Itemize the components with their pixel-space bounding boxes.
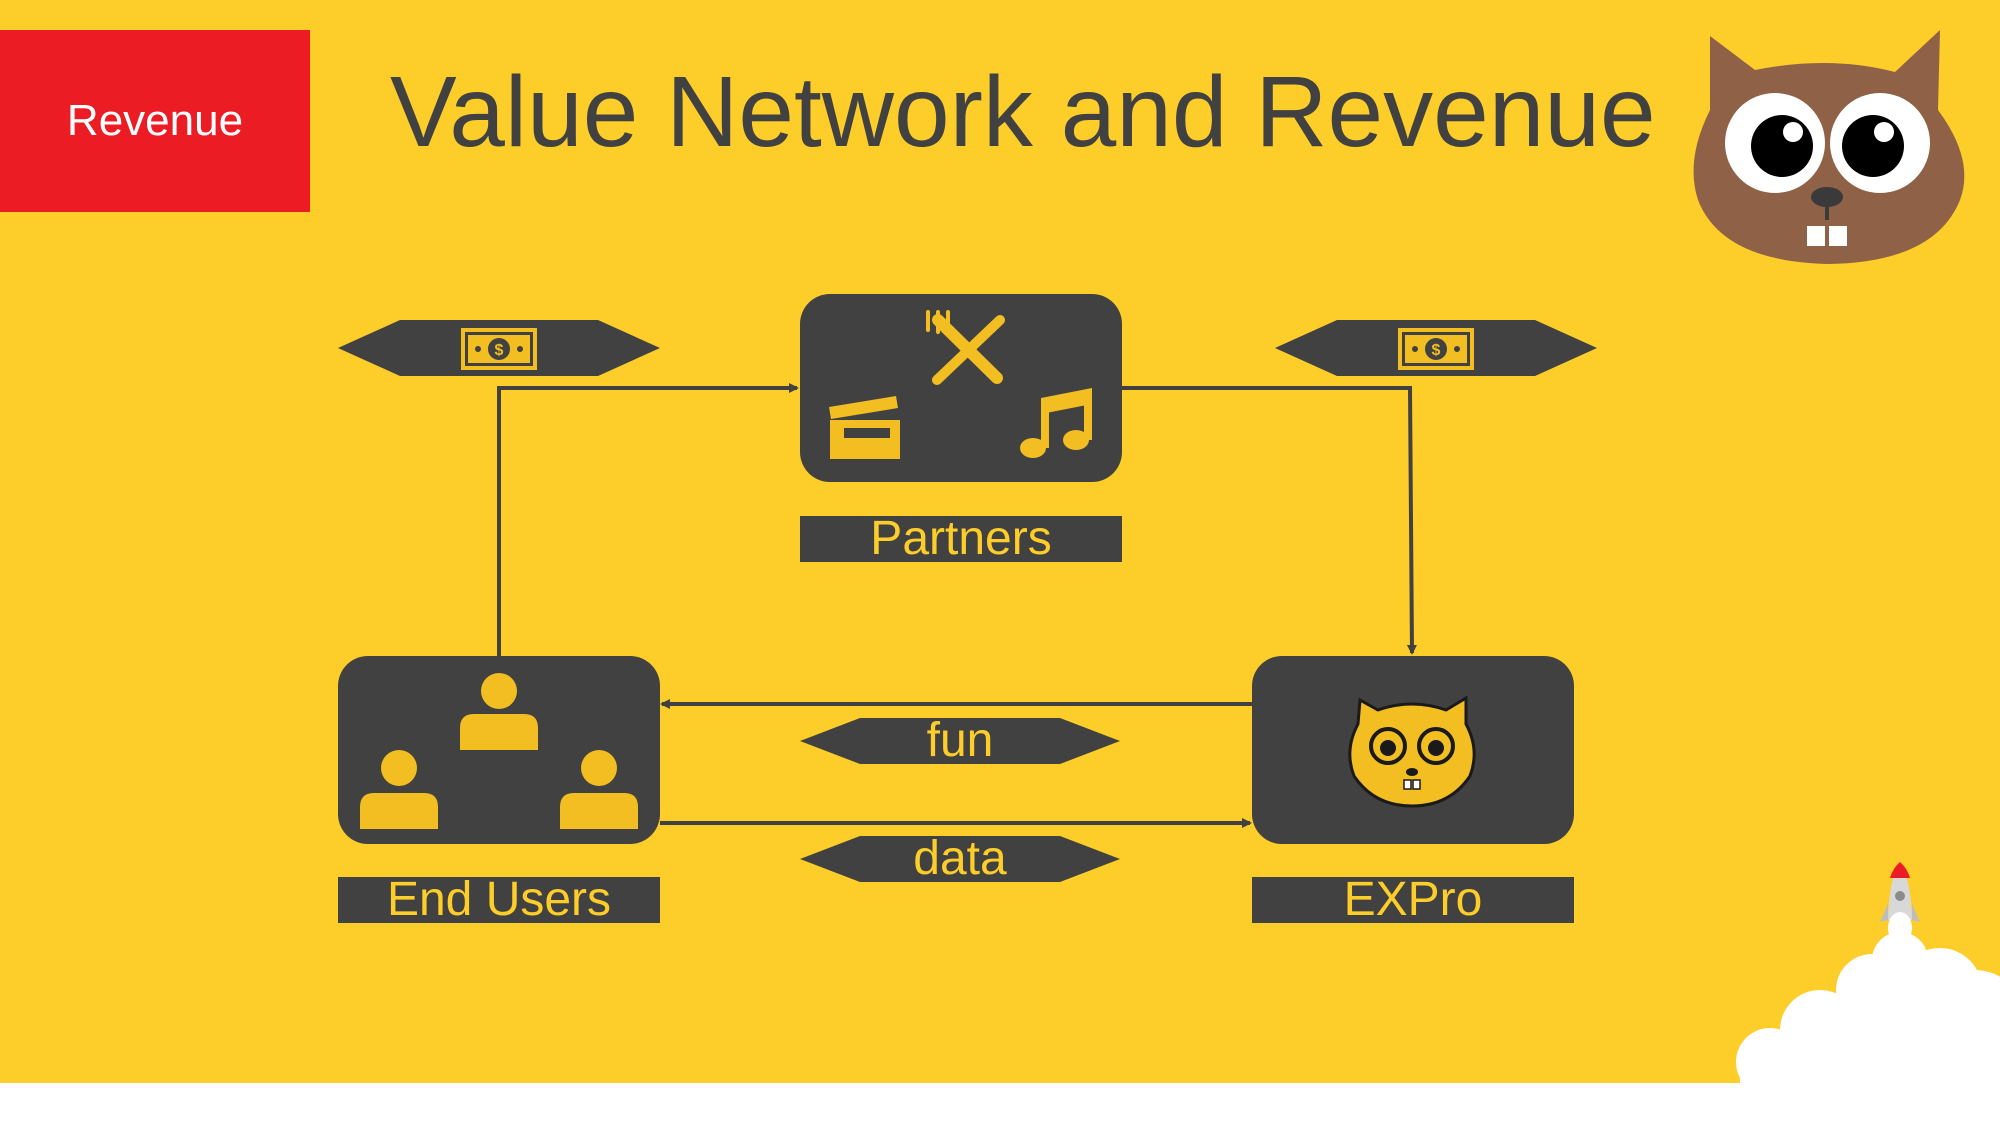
section-tag: Revenue <box>0 30 310 212</box>
flow-arrows <box>497 383 1417 828</box>
dollar-bill-icon: $ <box>461 328 537 370</box>
page-title: Value Network and Revenue <box>390 56 1656 168</box>
fun-flow-tag <box>800 718 1120 764</box>
expro-label: EXPro <box>1252 876 1574 924</box>
fun-flow-label: fun <box>926 714 994 767</box>
svg-text:$: $ <box>495 342 504 359</box>
fork-knife-icon <box>926 310 1005 385</box>
beaver-mascot-icon <box>1348 695 1476 808</box>
end-users-label: End Users <box>338 876 660 924</box>
users-group-icon <box>360 673 638 829</box>
money-tag-left: $ <box>338 320 660 376</box>
section-tag-label: Revenue <box>66 96 244 145</box>
music-note-icon <box>1020 388 1092 458</box>
data-flow-tag <box>800 836 1120 882</box>
dollar-bill-icon: $ <box>1398 328 1474 370</box>
slide: Revenue Value Network and Revenue $ <box>0 0 2000 1083</box>
money-tag-right: $ <box>1275 320 1597 376</box>
data-flow-label: data <box>913 832 1007 885</box>
expro-box <box>1252 656 1574 844</box>
arrow-partners-to-expro <box>1120 386 1417 655</box>
end-users-box <box>338 656 660 844</box>
partners-label: Partners <box>800 515 1122 563</box>
clapperboard-icon <box>829 396 900 459</box>
rocket-icon <box>1880 862 1920 922</box>
smoke-cloud <box>1736 912 2000 1083</box>
arrow-users-to-partners <box>497 383 799 657</box>
value-network-diagram: $ $ <box>338 30 2000 1083</box>
partners-box <box>800 294 1122 482</box>
beaver-logo <box>1693 30 1965 264</box>
svg-text:$: $ <box>1432 342 1441 359</box>
